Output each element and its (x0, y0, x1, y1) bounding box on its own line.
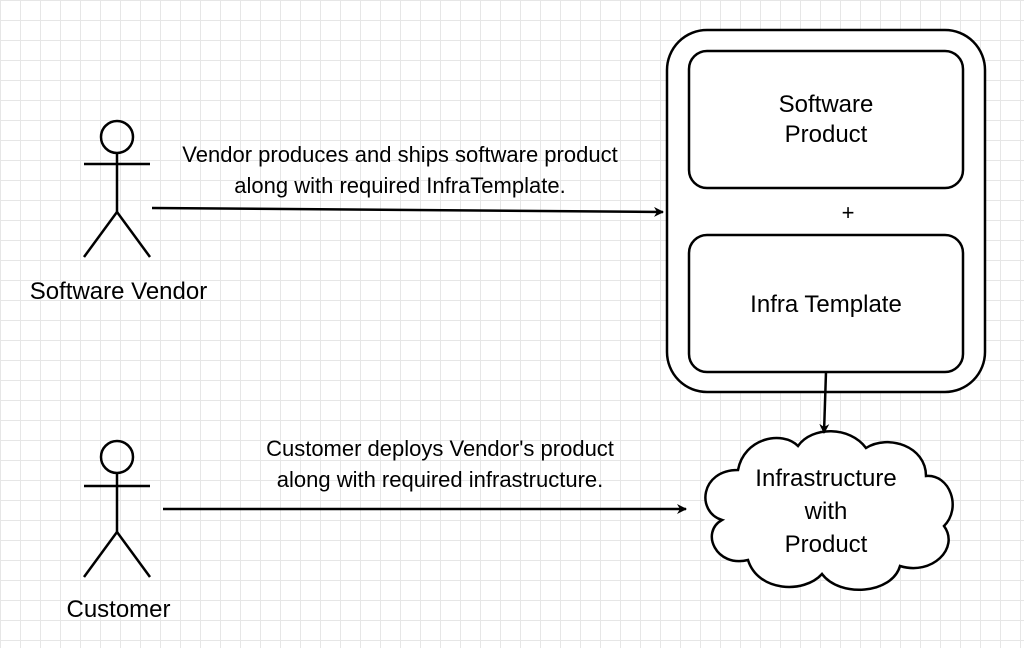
customer-label: Customer (66, 596, 171, 623)
package-to-cloud-arrow[interactable] (819, 371, 830, 434)
software-product-label-line1: Software (778, 91, 874, 118)
software-vendor-actor-icon[interactable] (82, 119, 152, 258)
customer-edge-label: Customer deploys Vendor's product along … (190, 434, 690, 496)
software-vendor-label: Software Vendor (29, 278, 208, 305)
infrastructure-cloud[interactable] (704, 430, 954, 591)
software-product-label: Software Product (689, 90, 963, 150)
software-product-label-line2: Product (784, 121, 868, 148)
cloud-label: Infrastructure with Product (710, 462, 942, 561)
infra-template-label: Infra Template (750, 291, 902, 318)
cloud-label-line2: with (804, 498, 848, 525)
plus-sign: + (841, 200, 855, 225)
software-product-box[interactable] (687, 49, 965, 190)
cloud-label-line1: Infrastructure (755, 465, 897, 492)
customer-actor-icon[interactable] (82, 439, 152, 578)
customer-edge-label-line1: Customer deploys Vendor's product (266, 436, 614, 461)
cloud-label-line3: Product (784, 531, 868, 558)
vendor-edge-label-line1: Vendor produces and ships software produ… (182, 142, 618, 167)
vendor-edge-label: Vendor produces and ships software produ… (140, 140, 660, 202)
vendor-to-package-arrow[interactable] (151, 206, 664, 217)
vendor-edge-label-line2: along with required InfraTemplate. (234, 172, 566, 198)
customer-edge-label-line2: along with required infrastructure. (276, 466, 604, 492)
